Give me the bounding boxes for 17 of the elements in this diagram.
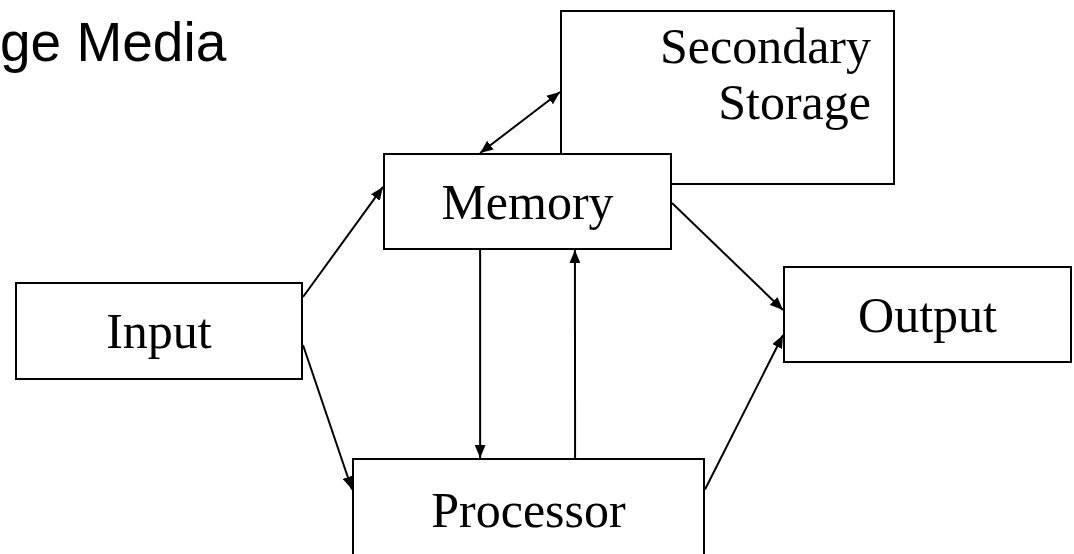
box-label: Processor [431, 482, 626, 538]
arrow [479, 91, 561, 154]
arrow [671, 201, 784, 312]
title-text: ge Media [0, 10, 227, 74]
arrow [704, 333, 784, 491]
process-box [383, 153, 672, 250]
process-box [15, 282, 303, 380]
process-box [783, 266, 1072, 363]
box-label: Memory [441, 173, 614, 230]
arrow [302, 185, 384, 298]
arrow [474, 249, 486, 459]
box-label: Output [858, 286, 997, 343]
box-label: Secondary Storage [658, 18, 871, 130]
process-box [560, 10, 895, 185]
arrow [569, 249, 581, 459]
process-box [352, 458, 705, 554]
box-label: Input [106, 303, 212, 359]
